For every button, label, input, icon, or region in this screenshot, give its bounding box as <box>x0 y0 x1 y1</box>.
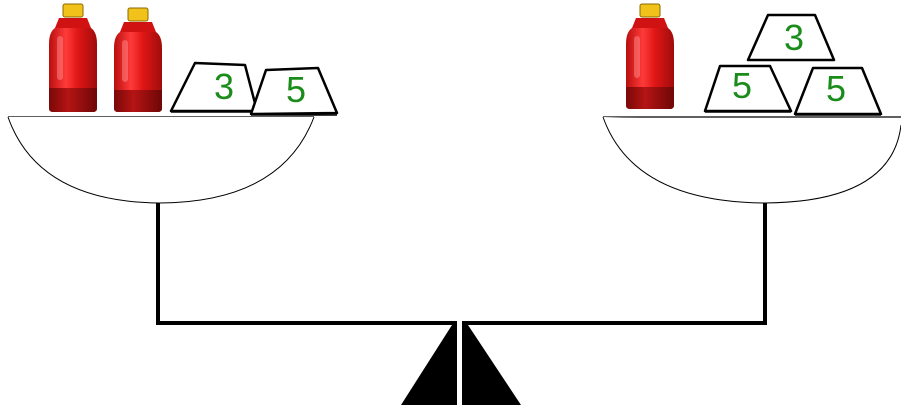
weight-label: 3 <box>214 66 234 107</box>
weight-label: 5 <box>826 68 846 109</box>
bottle-cap <box>639 3 661 18</box>
bottle-base <box>626 87 674 109</box>
bottle-base <box>49 88 97 112</box>
bottle <box>626 3 674 109</box>
weight-label: 3 <box>784 17 804 58</box>
weight-label: 5 <box>732 65 752 106</box>
bottle-cap <box>127 7 149 22</box>
bottle <box>114 7 162 112</box>
weight-5-right-a: 5 <box>703 64 793 113</box>
bottle-neck <box>120 22 156 32</box>
left-arm <box>156 202 457 325</box>
bottle-base <box>114 90 162 112</box>
weight-3-right: 3 <box>746 13 836 62</box>
fulcrum-right-half <box>462 325 521 405</box>
weight-5-right-b: 5 <box>793 66 883 116</box>
bottle-cap <box>62 3 84 18</box>
right-pan-bowl <box>602 116 901 204</box>
left-pan-bowl <box>7 116 315 204</box>
bottle-neck <box>55 18 91 28</box>
bottle <box>49 3 97 112</box>
weight-3-left: 3 <box>169 61 259 113</box>
right-pan <box>602 116 901 204</box>
bottle-neck <box>632 18 668 28</box>
weight-5-left: 5 <box>249 66 339 116</box>
weight-label: 5 <box>286 69 306 110</box>
left-pan <box>7 116 315 204</box>
fulcrum-left-half <box>401 325 457 405</box>
fulcrum <box>401 325 521 405</box>
beam <box>156 202 767 325</box>
right-arm <box>462 202 767 325</box>
